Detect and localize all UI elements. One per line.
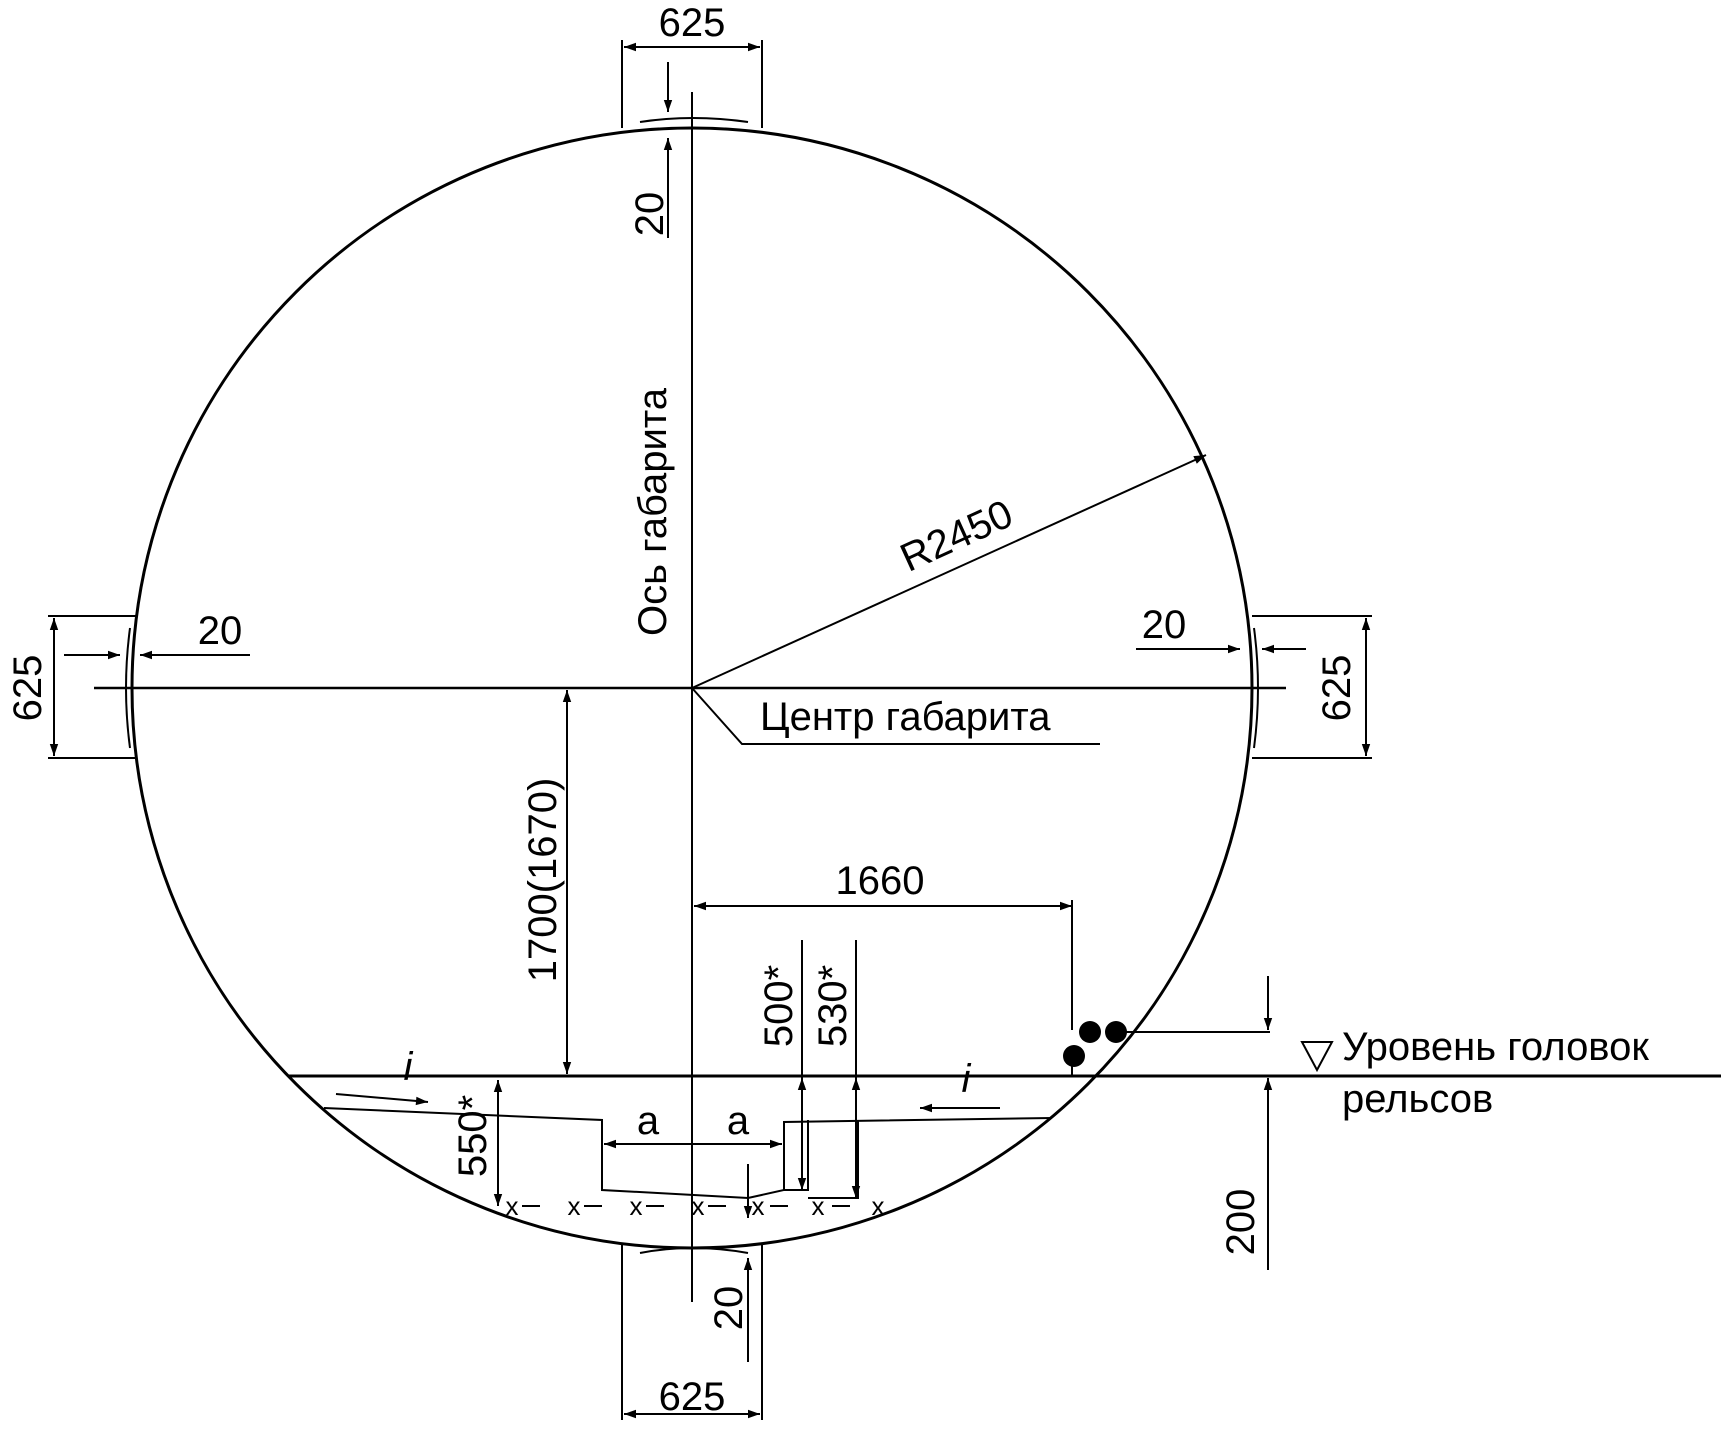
left-niche: [48, 615, 250, 759]
center-height-label: 1700(1670): [521, 778, 565, 983]
cable-mark: x: [812, 1191, 825, 1221]
slope-right-label: i: [962, 1057, 972, 1101]
bottom-width-label: 625: [659, 1375, 726, 1419]
slope-left-label: i: [404, 1045, 414, 1089]
dim-550-label: 550*: [451, 1095, 495, 1177]
rail-height-label: 200: [1219, 1189, 1263, 1256]
signal-lights: [1063, 1021, 1270, 1076]
rail-level-label-1: Уровень головок: [1342, 1025, 1649, 1069]
top-niche: [621, 40, 763, 238]
left-width-label: 625: [6, 655, 50, 722]
center-leader: [691, 687, 1100, 745]
cable-mark: x: [752, 1191, 765, 1221]
dim-530-label: 530*: [811, 965, 855, 1047]
left-depth-label: 20: [198, 609, 243, 653]
track-bed-profile: [323, 1107, 1053, 1200]
offset-label: 1660: [836, 859, 925, 903]
right-niche: [1136, 615, 1372, 759]
cable-mark: x: [506, 1191, 519, 1221]
rail-level-label-2: рельсов: [1342, 1077, 1493, 1121]
cable-mark: x: [872, 1191, 885, 1221]
right-depth-label: 20: [1142, 603, 1187, 647]
cable-marks: x x x x x x x: [506, 1191, 885, 1221]
cable-mark: x: [568, 1191, 581, 1221]
rail-level-marker: [1300, 1041, 1334, 1073]
radius-line: [691, 454, 1207, 689]
right-width-label: 625: [1315, 655, 1359, 722]
a-left-label: a: [637, 1099, 660, 1143]
cable-mark: x: [630, 1191, 643, 1221]
slope-arrows: [335, 1093, 1000, 1113]
dim-500-530: [797, 940, 861, 1198]
top-width-label: 625: [659, 1, 726, 45]
a-right-label: a: [727, 1099, 750, 1143]
bottom-depth-label: 20: [707, 1286, 751, 1331]
cable-mark: x: [692, 1191, 705, 1221]
top-depth-label: 20: [628, 192, 672, 237]
bottom-niche: [621, 1164, 763, 1420]
axis-label: Ось габарита: [631, 387, 675, 636]
dim-500-label: 500*: [757, 965, 801, 1047]
center-label: Центр габарита: [760, 695, 1051, 739]
